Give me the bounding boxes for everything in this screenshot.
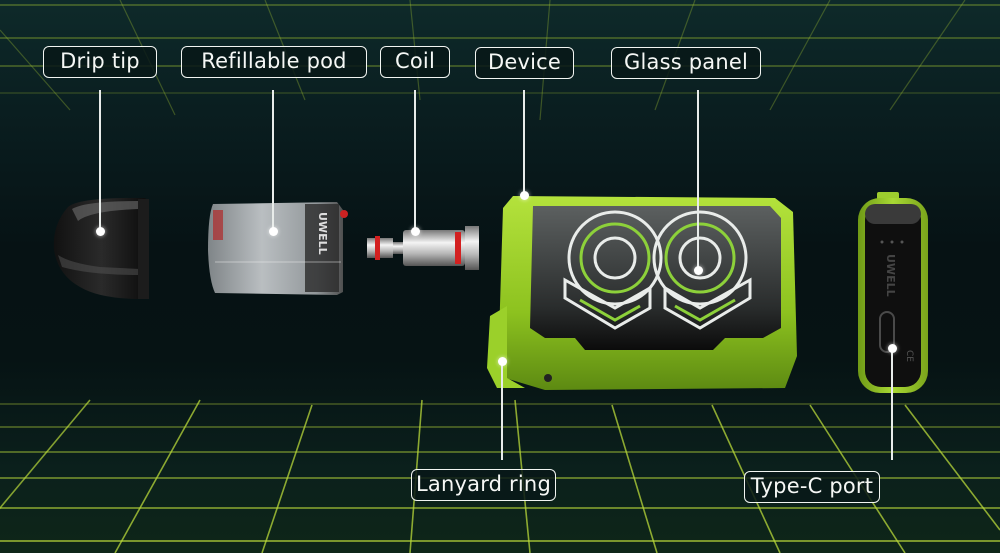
side-brand-text: UWELL xyxy=(884,254,897,297)
pod-brand-text: UWELL xyxy=(316,212,329,255)
refillable-pod-part: UWELL xyxy=(208,202,348,295)
coil-part xyxy=(367,226,479,270)
device-leader xyxy=(523,90,525,194)
label-drip-tip: Drip tip xyxy=(43,46,157,78)
refillable-pod-leader xyxy=(272,90,274,231)
drip-tip-pointer-dot xyxy=(96,227,105,236)
label-glass-panel: Glass panel xyxy=(611,47,761,79)
drip-tip-leader xyxy=(99,90,101,230)
device-side-part: UWELL CE xyxy=(858,192,928,393)
label-lanyard-ring: Lanyard ring xyxy=(411,469,556,501)
drip-tip-part xyxy=(53,197,149,299)
label-type-c-port: Type-C port xyxy=(744,471,880,503)
glass-panel-pointer-dot xyxy=(694,266,703,275)
type-c-port-pointer-dot xyxy=(888,344,897,353)
refillable-pod-pointer-dot xyxy=(269,227,278,236)
label-device: Device xyxy=(475,47,574,79)
lanyard-ring-pointer-dot xyxy=(498,357,507,366)
ce-mark: CE xyxy=(904,350,914,362)
coil-pointer-dot xyxy=(411,227,420,236)
device-part xyxy=(487,196,797,390)
lanyard-ring-leader xyxy=(501,362,503,460)
device-pointer-dot xyxy=(520,191,529,200)
label-coil: Coil xyxy=(380,46,450,78)
type-c-port-leader xyxy=(891,350,893,460)
label-refillable-pod: Refillable pod xyxy=(181,46,367,78)
glass-panel-leader xyxy=(697,90,699,270)
coil-leader xyxy=(414,90,416,231)
